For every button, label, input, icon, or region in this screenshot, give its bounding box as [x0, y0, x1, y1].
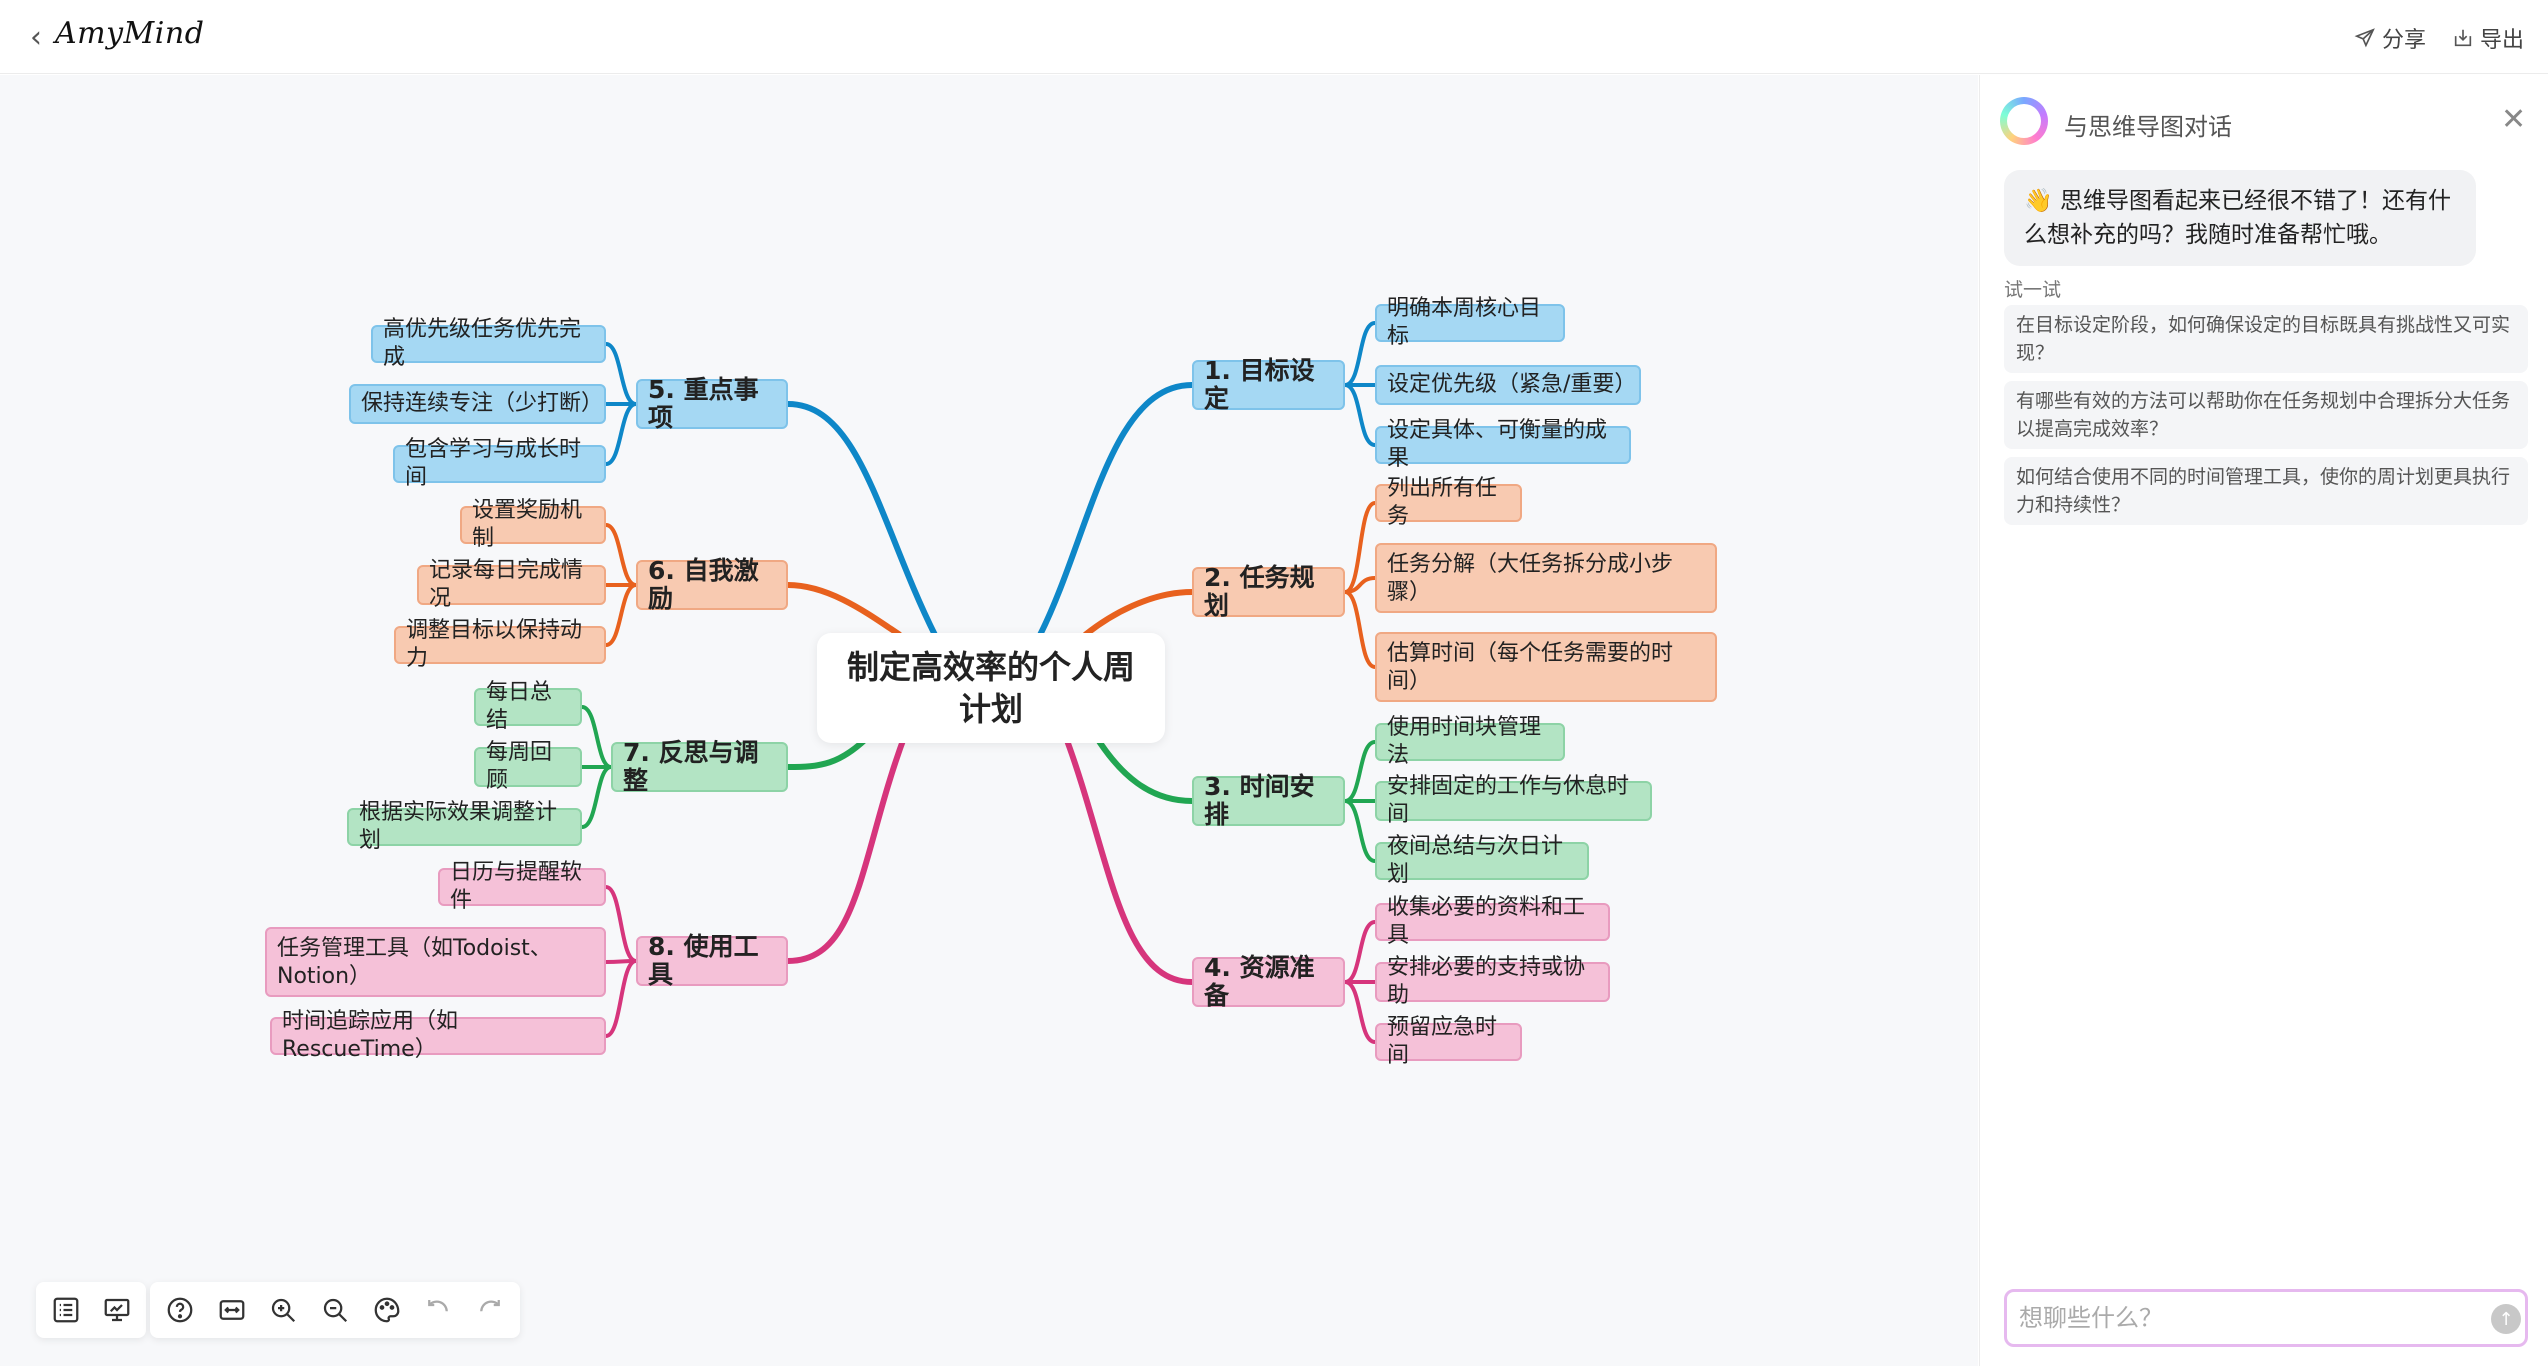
leaf-node[interactable]: 任务管理工具（如Todoist、Notion） [265, 927, 606, 997]
theme-palette-icon[interactable] [369, 1292, 405, 1328]
leaf-node[interactable]: 预留应急时间 [1375, 1015, 1522, 1068]
undo-icon[interactable] [421, 1292, 457, 1328]
chat-input[interactable] [2019, 1302, 2459, 1334]
leaf-node[interactable]: 收集必要的资料和工具 [1375, 895, 1610, 948]
app-logo[interactable]: AmyMind [55, 16, 205, 51]
export-button[interactable]: 导出 [2452, 22, 2524, 54]
leaf-node[interactable]: 高优先级任务优先完成 [371, 317, 606, 370]
top-bar: ‹ AmyMind 分享 导出 [0, 0, 2548, 74]
leaf-node[interactable]: 估算时间（每个任务需要的时间） [1375, 632, 1717, 702]
link-b1 [1037, 382, 1193, 637]
leaf-node[interactable]: 每周回顾 [474, 740, 582, 793]
link-b8 [787, 733, 908, 964]
export-icon [2454, 29, 2472, 47]
chevron-left-icon[interactable]: ‹ [30, 20, 42, 55]
branch-node-resources[interactable]: 4. 资源准备 [1192, 954, 1345, 1010]
wave-icon: 👋 [2024, 188, 2053, 214]
leaf-node[interactable]: 明确本周核心目标 [1375, 296, 1565, 349]
branch-node-reflection[interactable]: 7. 反思与调整 [611, 739, 788, 795]
leaf-node[interactable]: 时间追踪应用（如RescueTime） [270, 1009, 606, 1062]
branch-node-motivation[interactable]: 6. 自我激励 [636, 557, 788, 613]
assistant-message: 👋 思维导图看起来已经很不错了！还有什么想补充的吗？我随时准备帮忙哦。 [2004, 170, 2476, 266]
leaf-node[interactable]: 设定具体、可衡量的成果 [1375, 418, 1631, 471]
branch-node-goal[interactable]: 1. 目标设定 [1192, 357, 1345, 413]
leaf-node[interactable]: 设置奖励机制 [460, 498, 606, 551]
export-label: 导出 [2480, 28, 2525, 53]
edit-toolbar [150, 1282, 520, 1338]
branch-node-tools[interactable]: 8. 使用工具 [636, 933, 788, 989]
suggestion-item[interactable]: 如何结合使用不同的时间管理工具，使你的周计划更具执行力和持续性？ [2004, 457, 2528, 525]
ai-chat-panel: 与思维导图对话 ✕ 👋 思维导图看起来已经很不错了！还有什么想补充的吗？我随时准… [1979, 75, 2548, 1366]
fit-width-icon[interactable] [214, 1292, 250, 1328]
branch-node-schedule[interactable]: 3. 时间安排 [1192, 773, 1345, 829]
mindmap-links [581, 321, 1376, 1044]
share-label: 分享 [2382, 28, 2427, 53]
try-label: 试一试 [2004, 279, 2062, 301]
link-b7 [787, 732, 873, 770]
leaf-node[interactable]: 设定优先级（紧急/重要） [1375, 365, 1641, 405]
leaf-node[interactable]: 包含学习与成长时间 [393, 437, 606, 490]
ai-orb-icon [2000, 97, 2048, 145]
leaf-node[interactable]: 根据实际效果调整计划 [347, 800, 582, 853]
leaf-node[interactable]: 安排必要的支持或协助 [1375, 955, 1610, 1008]
close-icon[interactable]: ✕ [2501, 102, 2527, 137]
zoom-out-icon[interactable] [317, 1292, 353, 1328]
leaf-node[interactable]: 安排固定的工作与休息时间 [1375, 774, 1652, 827]
branch-node-priorities[interactable]: 5. 重点事项 [636, 376, 788, 432]
link-b4 [1062, 733, 1193, 985]
share-button[interactable]: 分享 [2354, 22, 2426, 54]
view-toolbar [36, 1282, 146, 1338]
link-b5 [787, 401, 938, 637]
chat-input-box: ↑ [2004, 1289, 2528, 1347]
link-b6 [787, 582, 902, 638]
mindmap-canvas[interactable]: 制定高效率的个人周计划 1. 目标设定 明确本周核心目标 设定优先级（紧急/重要… [0, 75, 1978, 1366]
leaf-node[interactable]: 每日总结 [474, 680, 582, 733]
send-icon [2354, 28, 2375, 48]
leaf-node[interactable]: 记录每日完成情况 [417, 558, 606, 611]
suggestion-item[interactable]: 有哪些有效的方法可以帮助你在任务规划中合理拆分大任务以提高完成效率？ [2004, 381, 2528, 449]
link-b2 [1083, 589, 1193, 638]
leaf-node[interactable]: 日历与提醒软件 [438, 860, 606, 913]
link-b3 [1092, 733, 1193, 804]
branch-node-planning[interactable]: 2. 任务规划 [1192, 564, 1345, 620]
leaf-node[interactable]: 任务分解（大任务拆分成小步骤） [1375, 543, 1717, 613]
help-icon[interactable] [162, 1292, 198, 1328]
leaf-node[interactable]: 列出所有任务 [1375, 476, 1522, 529]
zoom-in-icon[interactable] [265, 1292, 301, 1328]
leaf-node[interactable]: 保持连续专注（少打断） [349, 384, 606, 424]
leaf-node[interactable]: 调整目标以保持动力 [394, 618, 606, 671]
redo-icon[interactable] [472, 1292, 508, 1328]
assistant-message-text: 思维导图看起来已经很不错了！还有什么想补充的吗？我随时准备帮忙哦。 [2024, 188, 2451, 248]
suggestion-item[interactable]: 在目标设定阶段，如何确保设定的目标既具有挑战性又可实现？ [2004, 305, 2528, 373]
panel-title: 与思维导图对话 [2064, 113, 2232, 141]
leaf-node[interactable]: 使用时间块管理法 [1375, 715, 1565, 768]
root-node[interactable]: 制定高效率的个人周计划 [817, 633, 1165, 743]
outline-icon[interactable] [48, 1292, 83, 1328]
presentation-icon[interactable] [99, 1292, 134, 1328]
leaf-node[interactable]: 夜间总结与次日计划 [1375, 834, 1589, 887]
send-arrow-icon[interactable]: ↑ [2491, 1304, 2521, 1334]
